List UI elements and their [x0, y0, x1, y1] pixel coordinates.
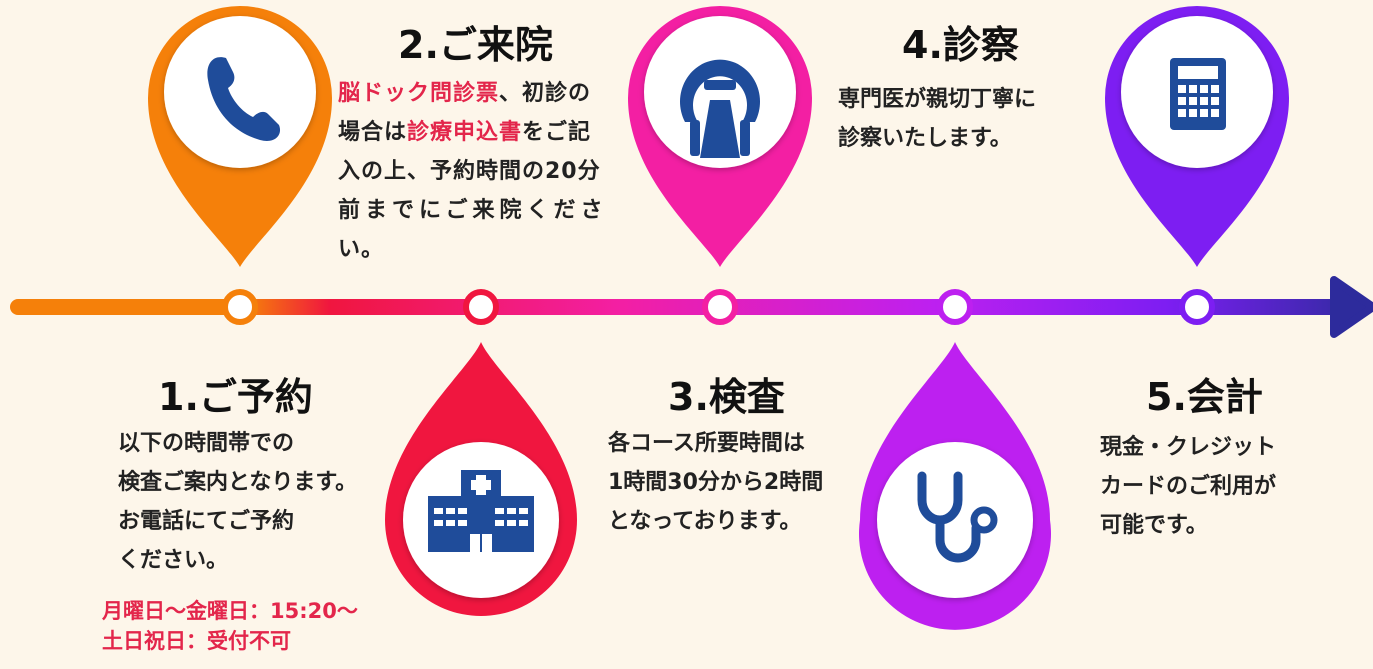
step-4-description: 専門医が親切丁寧に 診察いたします。 — [838, 80, 1036, 158]
step-3-desc-line: となっております。 — [608, 509, 802, 534]
step-3-desc-line: 各コース所要時間は — [608, 431, 805, 456]
step-5-desc-line: カードのご利用が — [1100, 474, 1277, 499]
step-5-title: 5.会計 — [1146, 375, 1263, 419]
step-5-description: 現金・クレジット カードのご利用が 可能です。 — [1100, 428, 1276, 545]
reception-hours-weekend: 土日祝日：受付不可 — [102, 629, 291, 653]
timeline-nodes — [222, 289, 1215, 325]
step-5-desc-line: 現金・クレジット — [1100, 435, 1277, 460]
pin-step-4 — [859, 342, 1051, 630]
hospital-icon — [428, 470, 534, 552]
stethoscope-icon — [917, 471, 998, 563]
step-2-description: 脳ドック問診票、初診の 場合は診療申込書をご記 入の上、予約時間の20分 前まで… — [338, 74, 608, 269]
step-4-desc-line: 専門医が親切丁寧に — [838, 87, 1037, 112]
timeline-node-4 — [937, 289, 973, 325]
step-1-title: 1.ご予約 — [158, 375, 313, 419]
step-1-desc-line: お電話にてご予約 — [118, 509, 295, 534]
pin-step-3 — [628, 6, 812, 267]
step-4-desc-line: 診察いたします。 — [838, 126, 1012, 151]
reception-hours-weekday: 月曜日〜金曜日：15:20〜 — [102, 599, 358, 623]
timeline-arrowhead — [1330, 276, 1373, 338]
timeline-node-3 — [702, 289, 738, 325]
form-name-brain-dock-questionnaire: 脳ドック問診票 — [338, 81, 500, 106]
step-3-desc-line: 1時間30分から2時間 — [608, 470, 824, 495]
step-2-desc-text: 、初診の — [499, 81, 592, 106]
step-3-description: 各コース所要時間は 1時間30分から2時間 となっております。 — [608, 424, 823, 541]
step-2-title: 2.ご来院 — [398, 23, 553, 67]
step-1-desc-line: 以下の時間帯での — [118, 431, 295, 456]
timeline-node-5 — [1179, 289, 1215, 325]
timeline-node-1 — [222, 289, 258, 325]
reception-hours: 月曜日〜金曜日：15:20〜 土日祝日：受付不可 — [102, 596, 358, 656]
step-2-desc-line: 入の上、予約時間の20分 — [338, 159, 601, 184]
step-2-desc-text: 場合は — [338, 120, 408, 145]
pin-step-2 — [385, 342, 577, 616]
step-1-desc-line: ください。 — [118, 548, 229, 573]
form-name-application: 診療申込書 — [407, 120, 523, 145]
step-4-title: 4.診察 — [902, 23, 1019, 67]
step-1-desc-line: 検査ご案内となります。 — [118, 470, 358, 495]
phone-icon — [207, 57, 281, 141]
timeline-line — [10, 276, 1373, 338]
calculator-icon — [1170, 58, 1226, 130]
step-5-desc-line: 可能です。 — [1100, 513, 1208, 538]
step-2-desc-text: をご記 — [522, 120, 592, 145]
timeline-node-2 — [463, 289, 499, 325]
mri-scanner-icon — [680, 59, 760, 158]
step-2-desc-line: 前までにご来院くださ — [338, 198, 608, 223]
pin-step-1 — [148, 6, 332, 267]
step-2-desc-line: い。 — [338, 237, 385, 262]
step-1-description: 以下の時間帯での 検査ご案内となります。 お電話にてご予約 ください。 — [118, 424, 357, 580]
pin-step-5 — [1105, 6, 1289, 267]
step-3-title: 3.検査 — [668, 375, 785, 419]
